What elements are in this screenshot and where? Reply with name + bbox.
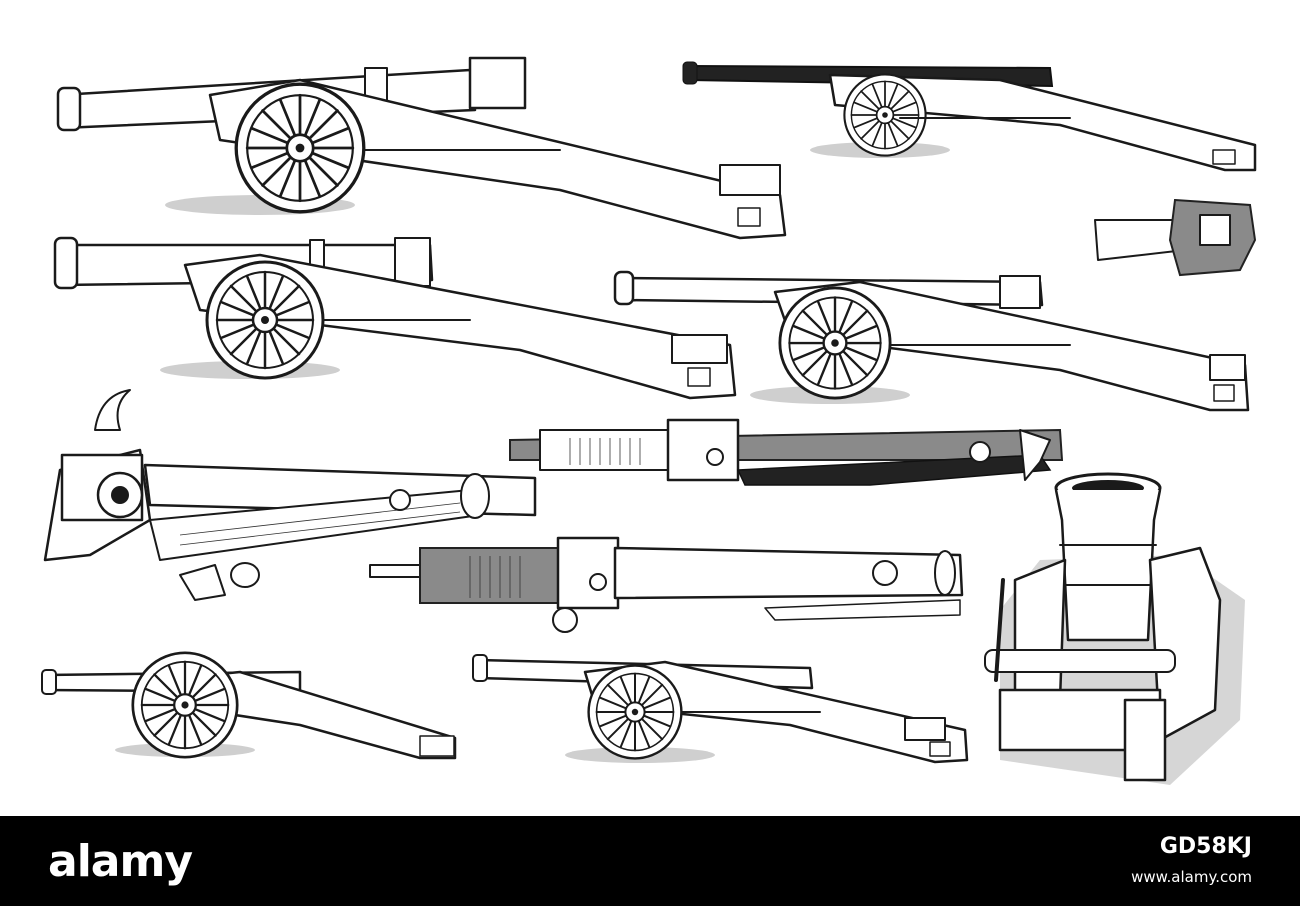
dark-field-cannon-top-right [682,61,1257,172]
breech-mechanism-lower [369,536,964,633]
field-cannon-middle-left [53,236,737,400]
footer-bar: alamy GD58KJ www.alamy.com [0,816,1300,906]
field-cannon-top-left [56,56,787,240]
site-url-link[interactable]: www.alamy.com [1131,868,1252,886]
field-cannon-bottom-center [472,654,969,764]
mortar-on-bed [984,472,1245,785]
engraving-illustration [41,56,1257,785]
brand-logo[interactable]: alamy [48,836,193,887]
image-id-label: GD58KJ [1159,834,1252,859]
small-field-cannon-bottom-left [41,651,457,760]
carriage-detail [1094,198,1257,277]
field-cannon-middle-right [613,270,1250,412]
gun-barrel-detail [43,389,537,601]
breech-mechanism-upper [509,418,1064,486]
